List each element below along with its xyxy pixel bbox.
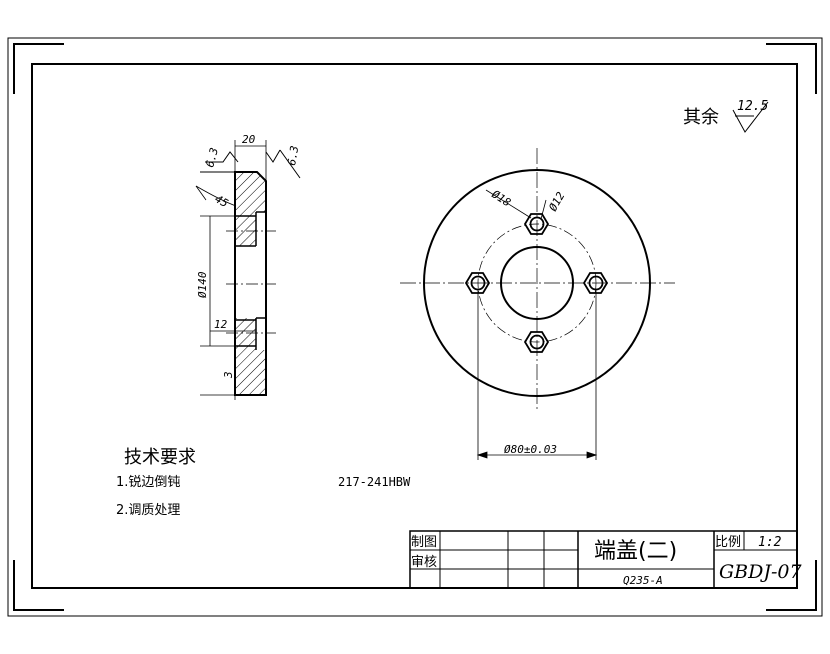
- outer-border: [7, 37, 823, 617]
- roughness-left-label: 6.3: [203, 146, 221, 169]
- bolt-hole-bottom: [523, 331, 550, 353]
- center-bore: [500, 246, 574, 320]
- title-block: [409, 530, 798, 589]
- technical-notes: 技术要求 1.锐边倒钝 2.调质处理 217-241HBW: [116, 447, 411, 518]
- title-scale-label: 比例: [715, 535, 741, 550]
- dim-offset-label: 3: [222, 371, 235, 379]
- section-hatch-upper: [235, 172, 266, 246]
- bolt-hole-right: [582, 272, 609, 294]
- roughness-right-label: 6.3: [285, 145, 301, 167]
- dim-chamfer-label: 45: [213, 192, 231, 210]
- dim-counterbore-label: 12: [214, 318, 228, 331]
- roughness-other: 其余 12.5: [683, 99, 768, 133]
- notes-item-2: 2.调质处理: [116, 503, 180, 518]
- dim-width-label: 20: [242, 133, 256, 146]
- front-view: Ø18 Ø12 Ø80±0.03: [400, 148, 675, 460]
- roughness-other-value: 12.5: [737, 99, 768, 114]
- title-material: Q235-A: [623, 574, 663, 587]
- flange-outer-circle: [423, 169, 651, 397]
- bolt-hole-left: [464, 272, 491, 294]
- section-view: 20 6.3 6.3 45 Ø140 12: [195, 133, 301, 400]
- title-check-label: 审核: [411, 555, 437, 570]
- dim-hole-small-label: Ø12: [546, 189, 567, 213]
- bolt-circle: [477, 223, 597, 343]
- title-part-name: 端盖(二): [594, 539, 677, 564]
- title-drawing-no: GBDJ-07: [719, 561, 802, 583]
- dim-diameter-label: Ø140: [196, 271, 209, 298]
- dim-bolt-circle-label: Ø80±0.03: [504, 443, 557, 456]
- corner-marks: [13, 43, 817, 611]
- notes-hardness: 217-241HBW: [338, 475, 411, 489]
- notes-heading: 技术要求: [124, 447, 196, 468]
- roughness-other-label: 其余: [683, 107, 719, 128]
- notes-item-1: 1.锐边倒钝: [116, 475, 180, 490]
- title-made-label: 制图: [411, 535, 437, 550]
- dim-hole-large-label: Ø18: [489, 188, 513, 210]
- section-hatch-lower: [235, 318, 266, 395]
- title-scale-value: 1:2: [758, 535, 782, 550]
